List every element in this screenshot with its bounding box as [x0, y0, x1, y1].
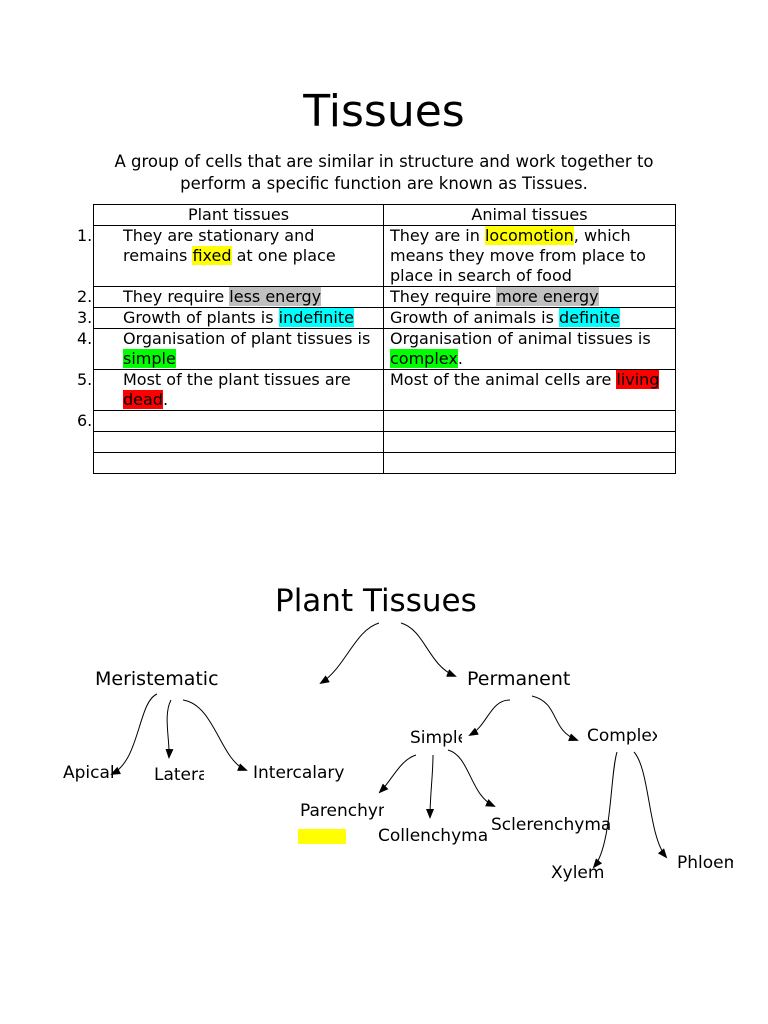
header-animal-tissues: Animal tissues [383, 204, 676, 226]
cell-text: They require [390, 287, 497, 306]
node-phloem: Phloem [677, 853, 733, 873]
definition-text: A group of cells that are similar in str… [114, 152, 654, 193]
row-number: 2. [77, 287, 93, 306]
highlighted-term: indefinite [278, 308, 354, 327]
table-row: 1.They are stationary and remains fixed … [77, 225, 676, 287]
animal-tissue-cell: Growth of animals is definite [383, 307, 676, 329]
arrow-root-to-permanent [400, 622, 457, 677]
row-number: 6. [77, 411, 93, 430]
parenchyma-highlight [298, 829, 346, 844]
node-plant-tissues: Plant Tissues [275, 583, 477, 619]
row-number: 5. [77, 370, 93, 389]
highlighted-term: less energy [229, 287, 322, 306]
cell-text: , which means they move from place to pl… [390, 226, 646, 285]
node-apical: Apical [63, 763, 115, 783]
animal-tissue-cell: They require more energy [383, 286, 676, 308]
cell-text: They require [123, 287, 230, 306]
node-lateral: Lateral [154, 765, 204, 785]
table-row: 5. Most of the plant tissues are dead. Mos… [77, 369, 676, 411]
cell-text: They are in [390, 226, 485, 245]
row-number: 3. [77, 308, 93, 327]
arrow-meristematic-to-apical [110, 693, 158, 775]
node-sclerenchyma: Sclerenchyma [491, 815, 612, 835]
table-header-row: Plant tissues Animal tissues [93, 204, 676, 226]
highlighted-term: fixed [192, 246, 232, 265]
row-number: 1. [77, 226, 93, 245]
arrow-simple-to-collenchyma [426, 754, 435, 819]
table-row: 4. Organisation of plant tissues is simpl… [77, 328, 676, 370]
node-complex: Complex [587, 726, 657, 746]
tissues-comparison-table: Plant tissues Animal tissues 1. They are … [77, 204, 676, 474]
cell-text: . [457, 349, 463, 368]
animal-tissue-cell [383, 410, 676, 432]
page-title: Tissues [303, 86, 465, 137]
node-intercalary: Intercalary [253, 763, 345, 783]
arrow-meristematic-to-lateral [165, 699, 174, 759]
highlighted-term: locomotion [484, 226, 574, 245]
node-meristematic: Meristematic [95, 668, 219, 690]
arrow-permanent-to-complex [531, 695, 579, 741]
cell-text: Organisation of plant tissues is [123, 329, 371, 348]
highlighted-term: definite [559, 308, 620, 327]
node-parenchyma: Parenchyma [300, 801, 384, 821]
plant-tissue-cell [93, 452, 384, 474]
table-row: 6. [77, 410, 676, 432]
cell-text: Most of the animal cells are [390, 370, 617, 389]
animal-tissue-cell: They are in locomotion, which means they… [383, 225, 676, 287]
cell-text: at one place [231, 246, 336, 265]
arrow-meristematic-to-intercalary [182, 699, 248, 771]
table-body: 1.They are stationary and remains fixed … [77, 225, 676, 474]
cell-text: Most of the plant tissues are [123, 370, 351, 389]
highlighted-term: dead [123, 390, 163, 409]
node-permanent: Permanent [467, 668, 571, 690]
arrow-complex-to-xylem [592, 751, 618, 869]
arrow-simple-to-sclerenchyma [447, 749, 496, 807]
node-simple: Simple [410, 728, 462, 748]
cell-text: They are stationary and remains [123, 226, 315, 265]
table-row [93, 452, 676, 474]
table-row: 3. Growth of plants is indefinite Growth o… [77, 307, 676, 329]
arrow-permanent-to-simple [468, 699, 511, 736]
arrow-complex-to-phloem [633, 751, 668, 859]
header-plant-tissues: Plant tissues [93, 204, 384, 226]
plant-tissue-cell: 4. Organisation of plant tissues is simpl… [77, 328, 384, 370]
animal-tissue-cell: Most of the animal cells are living [383, 369, 676, 411]
highlighted-term: complex [390, 349, 458, 368]
animal-tissue-cell [383, 452, 676, 474]
plant-tissue-cell: 1.They are stationary and remains fixed … [77, 225, 384, 287]
cell-text: . [162, 390, 169, 409]
arrow-root-to-meristematic [319, 622, 380, 685]
highlighted-term: simple [123, 349, 176, 368]
plant-tissue-cell [93, 431, 384, 453]
plant-tissue-cell: 6. [77, 410, 384, 432]
arrow-simple-to-parenchyma [378, 754, 417, 794]
plant-tissue-cell: 2. They require less energy [77, 286, 384, 308]
plant-tissue-cell: 3. Growth of plants is indefinite [77, 307, 384, 329]
highlighted-term: more energy [496, 287, 599, 306]
plant-tissue-cell: 5. Most of the plant tissues are dead. [77, 369, 384, 411]
cell-text: Organisation of animal tissues is [390, 329, 651, 348]
animal-tissue-cell [383, 431, 676, 453]
animal-tissue-cell: Organisation of animal tissues is comple… [383, 328, 676, 370]
cell-text: Growth of animals is [390, 308, 560, 327]
highlighted-term: living [616, 370, 660, 389]
node-collenchyma: Collenchyma [378, 826, 489, 846]
row-number: 4. [77, 329, 93, 348]
table-row [93, 431, 676, 453]
cell-text: Growth of plants is [123, 308, 279, 327]
node-xylem: Xylem [551, 863, 605, 883]
